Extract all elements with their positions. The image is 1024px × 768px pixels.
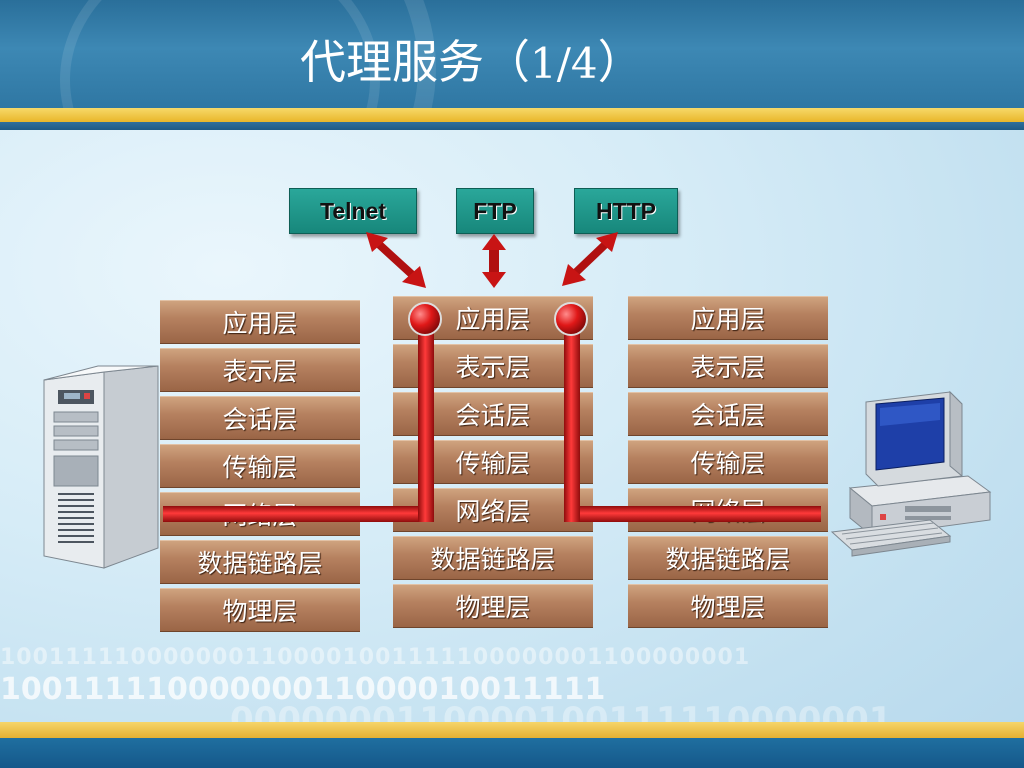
layer-data-link: 数据链路层 <box>160 540 360 584</box>
layer-transport: 传输层 <box>628 440 828 484</box>
layer-transport: 传输层 <box>393 440 593 484</box>
layer-physical: 物理层 <box>160 588 360 632</box>
layer-physical: 物理层 <box>393 584 593 628</box>
arrow-ftp <box>482 234 506 288</box>
layer-application: 应用层 <box>393 296 593 340</box>
slide-title: 代理服务（1/4） <box>300 35 644 89</box>
layer-presentation: 表示层 <box>393 344 593 388</box>
protocol-ftp: FTP <box>456 188 534 234</box>
header-stripe-blue <box>0 122 1024 130</box>
layer-network: 网络层 <box>393 488 593 532</box>
binary-decoration-row-2: 10011111000000011000010011111 <box>0 672 606 707</box>
protocol-http: HTTP <box>574 188 678 234</box>
header-stripe-gold <box>0 108 1024 122</box>
title-bar: 代理服务（1/4） <box>0 0 1024 108</box>
layer-application: 应用层 <box>160 300 360 344</box>
layer-data-link: 数据链路层 <box>393 536 593 580</box>
layer-network: 网络层 <box>160 492 360 536</box>
protocol-telnet: Telnet <box>289 188 417 234</box>
layer-network: 网络层 <box>628 488 828 532</box>
layer-session: 会话层 <box>393 392 593 436</box>
layer-data-link: 数据链路层 <box>628 536 828 580</box>
layer-presentation: 表示层 <box>628 344 828 388</box>
arrow-http <box>562 232 618 286</box>
footer-stripe-gold <box>0 722 1024 738</box>
layer-application: 应用层 <box>628 296 828 340</box>
layer-transport: 传输层 <box>160 444 360 488</box>
layer-session: 会话层 <box>160 396 360 440</box>
layer-physical: 物理层 <box>628 584 828 628</box>
footer-stripe-blue <box>0 738 1024 768</box>
layer-presentation: 表示层 <box>160 348 360 392</box>
binary-decoration-row-1: 1001111100000001100001001111100000001100… <box>0 645 751 670</box>
layer-session: 会话层 <box>628 392 828 436</box>
arrow-telnet <box>366 232 426 288</box>
